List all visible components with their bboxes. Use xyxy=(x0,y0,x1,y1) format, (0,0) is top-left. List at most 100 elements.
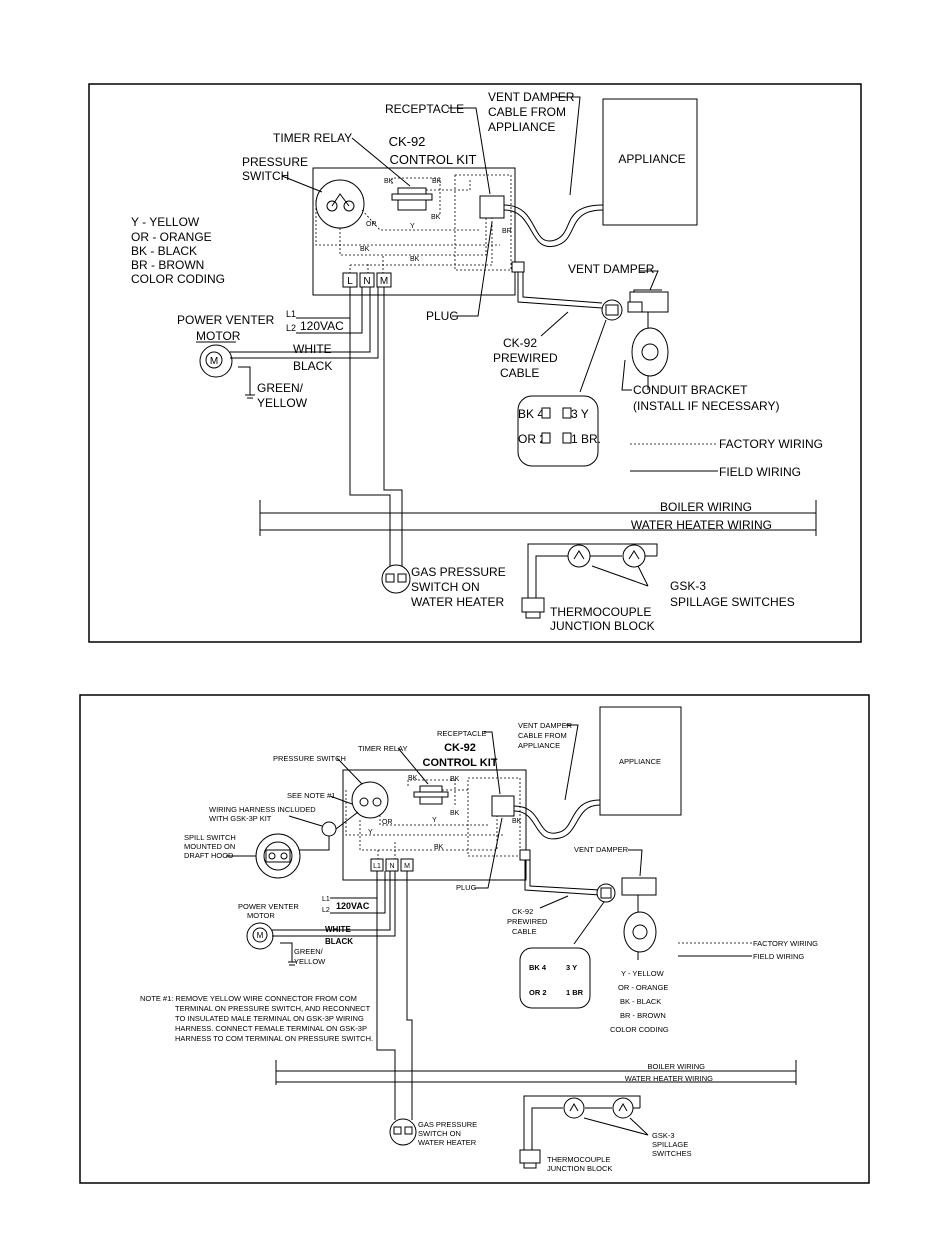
gsk3-label-1: GSK-3 xyxy=(670,579,706,593)
plug-2-label: PLUG xyxy=(456,883,477,892)
appliance-box xyxy=(602,98,698,226)
receptacle-housing xyxy=(454,174,512,271)
color-legend-2-or: OR - ORANGE xyxy=(618,983,668,992)
thermocouple-2-icon xyxy=(519,1149,541,1164)
gsk3-2-label-1: GSK-3 xyxy=(652,1131,675,1140)
plug-pin-diagram xyxy=(517,395,599,467)
field-wiring-legend: FIELD WIRING xyxy=(719,465,801,479)
receptacle-2-label: RECEPTACLE xyxy=(437,729,486,738)
color-legend-title: COLOR CODING xyxy=(131,272,225,286)
kit-subtitle: CONTROL KIT xyxy=(390,152,477,167)
note-line-4: HARNESS. CONNECT FEMALE TERMINAL ON GSK-… xyxy=(175,1024,367,1033)
gsk3-label-2: SPILLAGE SWITCHES xyxy=(670,595,795,609)
gsk3-2-label-2: SPILLAGE xyxy=(652,1140,688,1149)
white-2-label: WHITE xyxy=(325,925,351,934)
vent-cable-label-3: APPLIANCE xyxy=(488,120,555,134)
kit-subtitle-2: CONTROL KIT xyxy=(423,757,498,769)
receptacle-2-icon xyxy=(491,795,515,817)
wire-label-bk-1: BK xyxy=(384,178,394,185)
field-wiring-legend-2: FIELD WIRING xyxy=(753,952,804,961)
svg-text:3 Y: 3 Y xyxy=(566,963,577,972)
pressure-switch-2-label: PRESSURE SWITCH xyxy=(273,754,346,763)
gas-pressure-label-1: GAS PRESSURE xyxy=(411,565,506,579)
timer-relay-label: TIMER RELAY xyxy=(273,131,352,145)
terminal-2-n xyxy=(385,858,399,872)
diagram-1-frame xyxy=(88,83,862,643)
wiring-diagram-ck92: CK-92 CONTROL KIT PRESSURE SWITCH TIMER … xyxy=(88,83,862,643)
prewired-cable-label-2: PREWIRED xyxy=(493,351,558,365)
svg-text:BK 4: BK 4 xyxy=(529,963,547,972)
pressure-switch-icon xyxy=(315,179,365,229)
color-legend-2-br: BR - BROWN xyxy=(620,1011,666,1020)
conduit-bracket-label-1: CONDUIT BRACKET xyxy=(633,383,748,397)
svg-text:M: M xyxy=(404,863,410,870)
svg-text:N: N xyxy=(389,863,394,870)
svg-text:BK: BK xyxy=(434,844,444,851)
svg-text:OR: OR xyxy=(382,819,393,826)
harness-label-2: WITH GSK-3P KIT xyxy=(209,814,272,823)
pin-bk4-label: BK 4 xyxy=(518,407,544,421)
wire-label-bk-3: BK xyxy=(431,214,441,221)
color-legend-bk: BK - BLACK xyxy=(131,244,197,258)
svg-text:N: N xyxy=(363,276,370,287)
note-line-5: HARNESS TO COM TERMINAL ON PRESSURE SWIT… xyxy=(175,1034,373,1043)
motor-2-label-2: MOTOR xyxy=(247,911,275,920)
terminal-n xyxy=(359,272,375,288)
svg-text:L2: L2 xyxy=(322,907,330,914)
pin-3y-label: 3 Y xyxy=(571,407,589,421)
water-heater-wiring-label: WATER HEATER WIRING xyxy=(631,518,772,532)
ground-label-1: GREEN/ xyxy=(257,381,304,395)
harness-connector-icon xyxy=(321,821,337,837)
spill-switch-label-2: MOUNTED ON xyxy=(184,842,235,851)
color-legend-2-title: COLOR CODING xyxy=(610,1025,669,1034)
svg-text:BK: BK xyxy=(512,818,522,825)
gsk3-2-label-3: SWITCHES xyxy=(652,1149,692,1158)
svg-text:1 BR: 1 BR xyxy=(566,988,584,997)
svg-text:M: M xyxy=(210,356,218,367)
ground-label-2: YELLOW xyxy=(257,396,308,410)
wiring-diagram-ck92-gsk3p: CK-92 CONTROL KIT PRESSURE SWITCH TIMER … xyxy=(79,694,870,1184)
prewired-cable-label-1: CK-92 xyxy=(503,336,537,350)
svg-text:L1: L1 xyxy=(373,863,381,870)
motor-label-1: POWER VENTER xyxy=(177,313,275,327)
color-legend-br: BR - BROWN xyxy=(131,258,204,272)
plug-label: PLUG xyxy=(426,309,459,323)
wire-label-bk-4: BK xyxy=(360,246,370,253)
thermocouple-2-label-2: JUNCTION BLOCK xyxy=(547,1164,612,1173)
kit-title-2: CK-92 xyxy=(444,742,476,754)
pressure-switch-label-2: SWITCH xyxy=(242,169,289,183)
gas-pressure-label-3: WATER HEATER xyxy=(411,595,504,609)
vent-cable-label-1: VENT DAMPER xyxy=(488,90,575,104)
vent-damper-2-icon xyxy=(621,877,657,896)
spillage-switch-2a-icon xyxy=(563,1097,585,1119)
color-legend-y: Y - YELLOW xyxy=(131,215,200,229)
ground-2-label-2: YELLOW xyxy=(294,957,326,966)
svg-text:BK: BK xyxy=(450,776,460,783)
svg-text:M: M xyxy=(257,931,264,940)
vent-damper-label: VENT DAMPER xyxy=(568,262,655,276)
wire-label-or: OR xyxy=(366,221,377,228)
appliance-2-box xyxy=(599,706,682,816)
motor-2-label-1: POWER VENTER xyxy=(238,902,299,911)
wire-label-bk-2: BK xyxy=(432,178,442,185)
pressure-switch-label-1: PRESSURE xyxy=(242,155,308,169)
pin-1br-label: 1 BR. xyxy=(571,432,601,446)
svg-text:BK: BK xyxy=(408,775,418,782)
svg-text:L: L xyxy=(347,276,353,287)
black-2-label: BLACK xyxy=(325,937,353,946)
svg-text:Y: Y xyxy=(368,829,373,836)
vent-cable-2-label-1: VENT DAMPER xyxy=(518,721,573,730)
color-legend-2-bk: BK - BLACK xyxy=(620,997,661,1006)
gas-pressure-switch-icon xyxy=(381,564,411,594)
pressure-switch-2-icon xyxy=(351,781,389,819)
wire-label-bk-5: BK xyxy=(410,256,420,263)
spillage-switch-2-icon xyxy=(622,544,646,568)
color-legend-or: OR - ORANGE xyxy=(131,230,212,244)
prewired-cable-2-label-2: PREWIRED xyxy=(507,917,548,926)
note-line-1: NOTE #1: REMOVE YELLOW WIRE CONNECTOR FR… xyxy=(140,994,357,1003)
thermocouple-label-1: THERMOCOUPLE xyxy=(550,605,651,619)
prewired-cable-2-label-3: CABLE xyxy=(512,927,537,936)
black-wire-label: BLACK xyxy=(293,359,332,373)
wire-label-br: BR xyxy=(502,228,512,235)
see-note-label: SEE NOTE #1 xyxy=(287,791,335,800)
